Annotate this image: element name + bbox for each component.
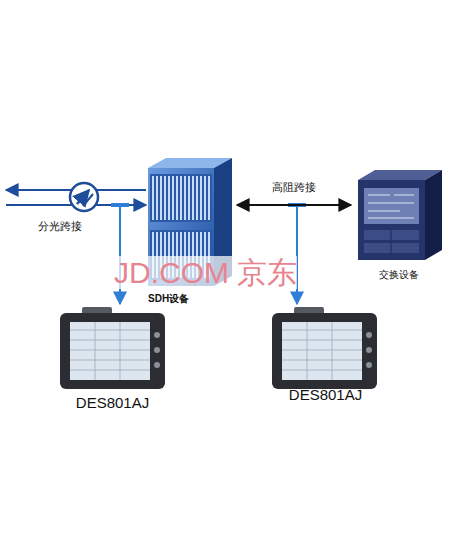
tester-device bbox=[60, 307, 165, 389]
node-label: DES801AJ bbox=[289, 386, 362, 403]
tester-node: DES801AJ bbox=[55, 306, 170, 412]
node-label: 交换设备 bbox=[379, 268, 419, 282]
tap-label: 分光跨接 bbox=[38, 220, 82, 232]
node-label: SDH设备 bbox=[148, 292, 189, 306]
edge-label: 高阻跨接 bbox=[272, 181, 316, 193]
equipment-node: 交换设备 bbox=[352, 168, 446, 282]
watermark: JD.COM 京东 bbox=[114, 256, 297, 289]
tap-line bbox=[111, 205, 306, 304]
node-label: DES801AJ bbox=[76, 394, 149, 411]
connector bbox=[237, 204, 351, 206]
tester-device bbox=[272, 307, 377, 389]
splitter-symbol bbox=[70, 183, 98, 211]
tester-node: DES801AJ bbox=[268, 306, 383, 404]
exchange-device bbox=[358, 170, 442, 260]
